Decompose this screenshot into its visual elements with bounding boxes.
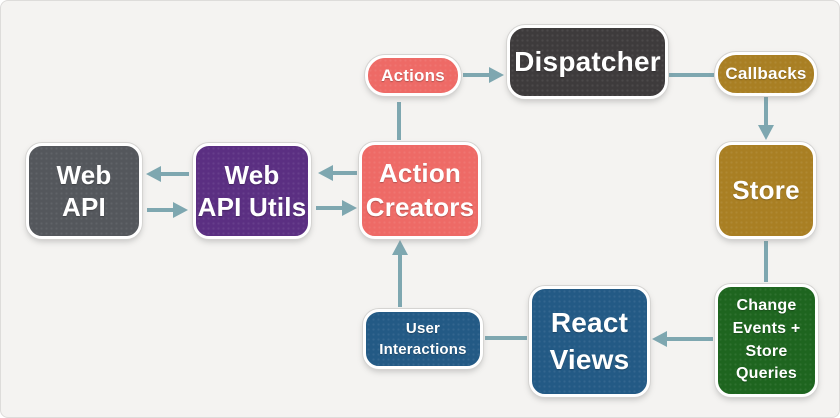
- node-user-interactions: User Interactions: [363, 309, 483, 369]
- node-dispatcher-label: Dispatcher: [514, 46, 661, 77]
- node-actions: Actions: [365, 55, 461, 96]
- edge-user-interactions-action-creators-arrowhead: [392, 240, 408, 255]
- node-react-views: React Views: [529, 286, 650, 397]
- edge-web-api-utils-action-creators-arrowhead: [342, 200, 357, 216]
- node-user-interactions-label: User Interactions: [379, 320, 467, 358]
- node-dispatcher: Dispatcher: [507, 25, 668, 99]
- edge-action-creators-web-api-utils-arrowhead: [318, 165, 333, 181]
- node-web-api-label: Web API: [56, 159, 112, 223]
- node-store: Store: [716, 142, 816, 239]
- node-web-api-utils: Web API Utils: [193, 143, 311, 239]
- edge-web-api-utils-web-api-arrowhead: [146, 166, 161, 182]
- node-callbacks: Callbacks: [715, 52, 817, 96]
- node-actions-label: Actions: [381, 65, 445, 85]
- node-callbacks-label: Callbacks: [725, 64, 807, 83]
- node-action-creators: Action Creators: [359, 142, 481, 239]
- node-react-views-label: React Views: [549, 307, 630, 375]
- edge-actions-dispatcher-arrowhead: [489, 67, 504, 83]
- node-change-events-store-queries: Change Events + Store Queries: [715, 284, 818, 397]
- edge-callbacks-store-arrowhead: [758, 125, 774, 140]
- node-web-api-utils-label: Web API Utils: [197, 159, 307, 223]
- edge-web-api-web-api-utils-arrowhead: [173, 202, 188, 218]
- node-action-creators-label: Action Creators: [365, 157, 475, 222]
- node-change-events-store-queries-label: Change Events + Store Queries: [732, 297, 801, 383]
- node-web-api: Web API: [26, 143, 142, 239]
- node-store-label: Store: [732, 175, 800, 205]
- edge-change-events-react-views-arrowhead: [652, 331, 667, 347]
